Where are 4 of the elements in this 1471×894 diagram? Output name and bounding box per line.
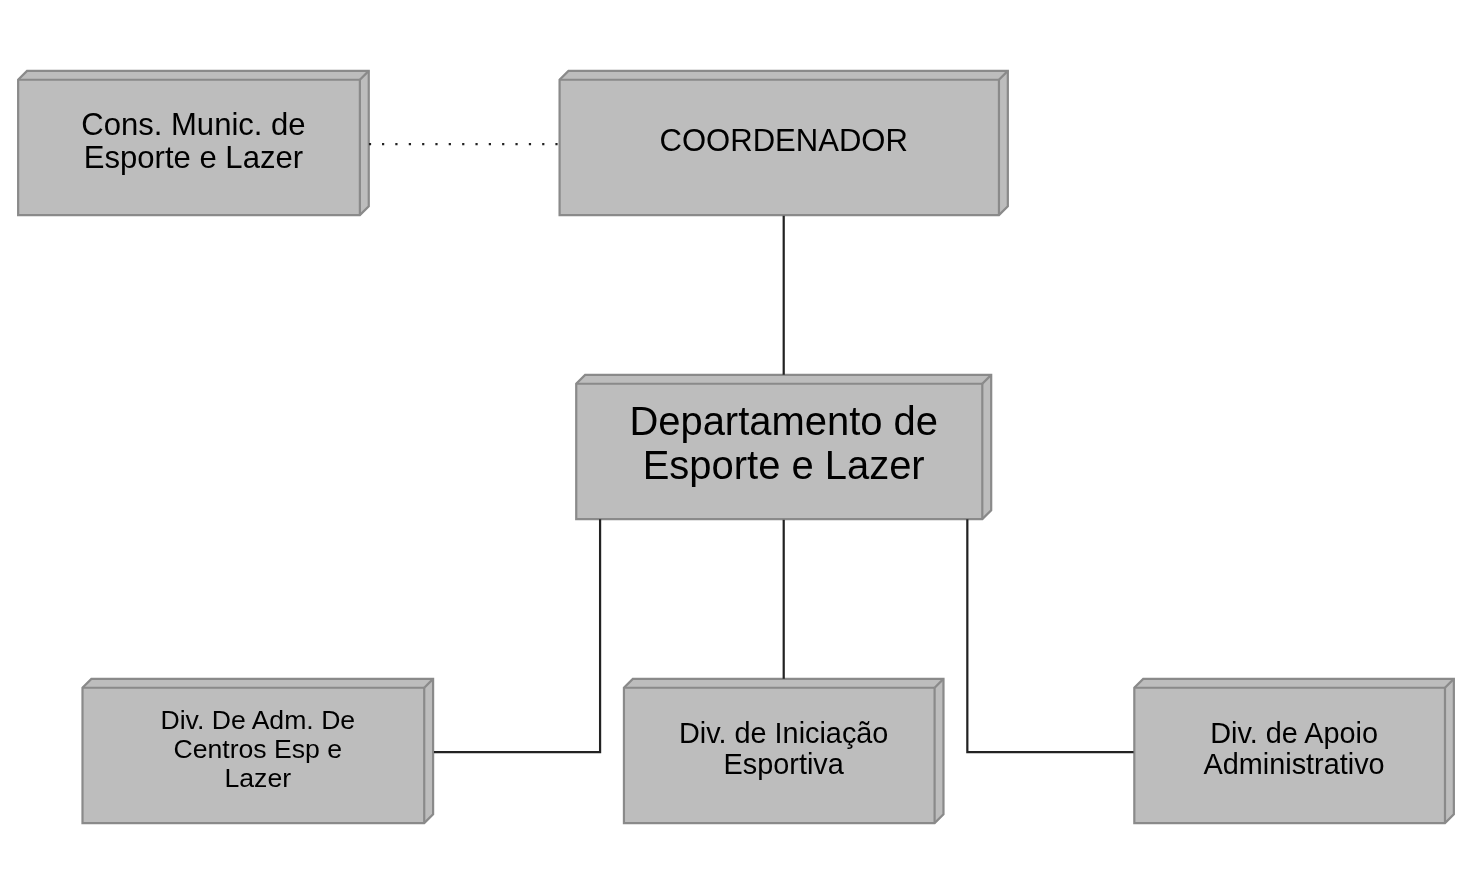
connector: [965, 519, 1134, 754]
connector: [782, 519, 785, 679]
connector: [782, 215, 785, 375]
connector: [433, 519, 601, 754]
